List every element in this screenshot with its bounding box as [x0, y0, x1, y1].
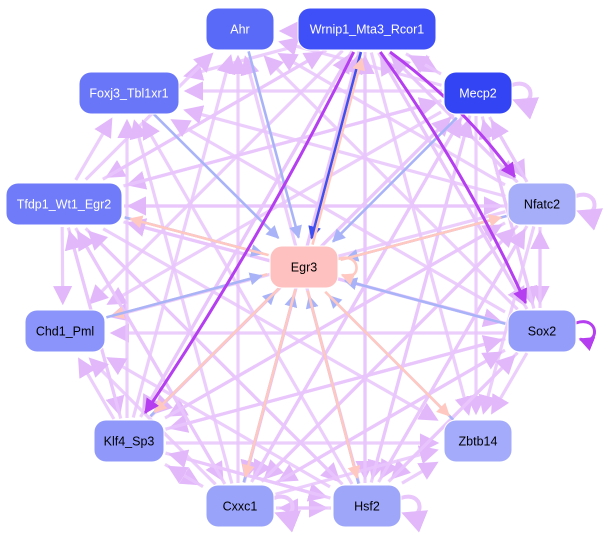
- edge-Foxj3_Tbl1xr1-to-Egr3: [152, 113, 280, 239]
- edge-Mecp2-to-Mecp2: [511, 81, 540, 120]
- edge-Ahr-to-Egr3: [247, 51, 302, 239]
- edge-Egr3-to-Egr3: [337, 256, 358, 286]
- node-label: Sox2: [528, 325, 557, 339]
- regulatory-edge-Klf4_Sp3-Chd1_Pml: [78, 357, 116, 420]
- node-label: Klf4_Sp3: [104, 435, 155, 449]
- edge-Wrnip1_Mta3_Rcor1-to-Egr3: [308, 51, 363, 240]
- regulatory-edge-Tfdp1_Wt1_Egr2-Chd1_Pml: [53, 227, 73, 306]
- regulatory-edge-Klf4_Sp3-Nfatc2: [164, 224, 503, 420]
- edge-Egr3-to-Cxxc1: [242, 289, 297, 478]
- edge-Egr3-to-Zbtb14: [324, 290, 450, 417]
- regulatory-edge-Hsf2-Nfatc2: [377, 228, 526, 483]
- node-box[interactable]: [269, 245, 339, 289]
- edge-Egr3-to-Tfdp1_Wt1_Egr2: [129, 215, 269, 257]
- edge-Egr3-to-Nfatc2: [340, 214, 503, 262]
- regulatory-edge-Sox2-Foxj3_Tbl1xr1: [170, 119, 506, 314]
- edge-Nfatc2-to-Nfatc2: [575, 192, 604, 231]
- edge-Wrnip1_Mta3_Rcor1-to-Sox2: [379, 51, 528, 305]
- regulatory-edge-Hsf2-Tfdp1_Wt1_Egr2: [87, 230, 344, 486]
- node-ahr[interactable]: Ahr: [205, 7, 275, 51]
- regulatory-edge-Nfatc2-Ahr: [277, 52, 506, 187]
- regulatory-edge-Sox2-Zbtb14: [491, 352, 529, 415]
- edge-Egr3-to-Hsf2: [306, 290, 361, 480]
- regulatory-edge-Nfatc2-Mecp2: [490, 119, 529, 183]
- regulatory-edge-Hsf2-Foxj3_Tbl1xr1: [141, 119, 354, 485]
- node-label: Ahr: [230, 23, 249, 37]
- node-label: Hsf2: [354, 500, 380, 514]
- edge-Chd1_Pml-to-Egr3: [106, 272, 263, 319]
- node-box[interactable]: [443, 71, 513, 115]
- regulatory-edge-Tfdp1_Wt1_Egr2-Ahr: [84, 52, 214, 181]
- regulatory-edge-Tfdp1_Wt1_Egr2-Foxj3_Tbl1xr1: [74, 117, 113, 181]
- node-box[interactable]: [205, 7, 275, 51]
- node-box[interactable]: [205, 484, 275, 528]
- node-chd1-pml[interactable]: Chd1_Pml: [24, 309, 106, 353]
- edge-Egr3-to-Klf4_Sp3: [153, 287, 281, 413]
- node-box[interactable]: [93, 419, 165, 463]
- edge-Sox2-to-Egr3: [343, 277, 506, 325]
- regulatory-edge-Cxxc1-Mecp2: [250, 117, 462, 483]
- node-box[interactable]: [507, 309, 577, 353]
- node-nfatc2[interactable]: Nfatc2: [507, 182, 577, 226]
- node-box[interactable]: [332, 484, 402, 528]
- node-hsf2[interactable]: Hsf2: [332, 484, 402, 528]
- node-wrnip1-mta3-rcor1[interactable]: Wrnip1_Mta3_Rcor1: [297, 7, 437, 51]
- node-box[interactable]: [24, 309, 106, 353]
- edge-Wrnip1_Mta3_Rcor1-to-Klf4_Sp3: [144, 51, 356, 415]
- regulatory-edge-Klf4_Sp3-Wrnip1_Mta3_Rcor1: [139, 53, 351, 418]
- edge-Egr3-to-Wrnip1_Mta3_Rcor1: [311, 57, 366, 245]
- regulatory-edge-Cxxc1-Klf4_Sp3: [167, 465, 204, 489]
- node-mecp2[interactable]: Mecp2: [443, 71, 513, 115]
- node-label: Cxxc1: [223, 500, 258, 514]
- node-box[interactable]: [5, 182, 123, 226]
- node-box[interactable]: [507, 182, 577, 226]
- node-label: Nfatc2: [524, 198, 560, 212]
- node-label: Foxj3_Tbl1xr1: [89, 87, 168, 101]
- regulatory-edge-Mecp2-Chd1_Pml: [106, 110, 442, 305]
- edge-Hsf2-to-Hsf2: [400, 494, 429, 533]
- node-egr3[interactable]: Egr3: [269, 245, 339, 289]
- node-foxj3-tbl1xr1[interactable]: Foxj3_Tbl1xr1: [78, 71, 180, 115]
- node-box[interactable]: [78, 71, 180, 115]
- node-zbtb14[interactable]: Zbtb14: [443, 419, 513, 463]
- node-box[interactable]: [297, 7, 437, 51]
- node-label: Mecp2: [459, 87, 497, 101]
- regulatory-edge-Hsf2-Zbtb14: [401, 461, 439, 485]
- regulatory-edge-Mecp2-Wrnip1_Mta3_Rcor1: [408, 55, 442, 76]
- node-label: Egr3: [291, 261, 317, 275]
- node-label: Chd1_Pml: [36, 325, 94, 339]
- node-cxxc1[interactable]: Cxxc1: [205, 484, 275, 528]
- node-tfdp1-wt1-egr2[interactable]: Tfdp1_Wt1_Egr2: [5, 182, 123, 226]
- regulatory-edge-Hsf2-Chd1_Pml: [106, 357, 331, 489]
- regulatory-edge-Tfdp1_Wt1_Egr2-Zbtb14: [102, 227, 439, 421]
- node-label: Tfdp1_Wt1_Egr2: [17, 198, 112, 212]
- node-box[interactable]: [443, 419, 513, 463]
- regulatory-edge-Cxxc1-Tfdp1_Wt1_Egr2: [77, 230, 227, 485]
- regulatory-edge-Cxxc1-Foxj3_Tbl1xr1: [129, 119, 234, 484]
- node-label: Zbtb14: [459, 435, 498, 449]
- edge-Cxxc1-to-Cxxc1: [273, 494, 302, 533]
- node-sox2[interactable]: Sox2: [507, 309, 577, 353]
- node-label: Wrnip1_Mta3_Rcor1: [310, 23, 424, 37]
- node-klf4-sp3[interactable]: Klf4_Sp3: [93, 419, 165, 463]
- edge-Sox2-to-Sox2: [575, 320, 596, 351]
